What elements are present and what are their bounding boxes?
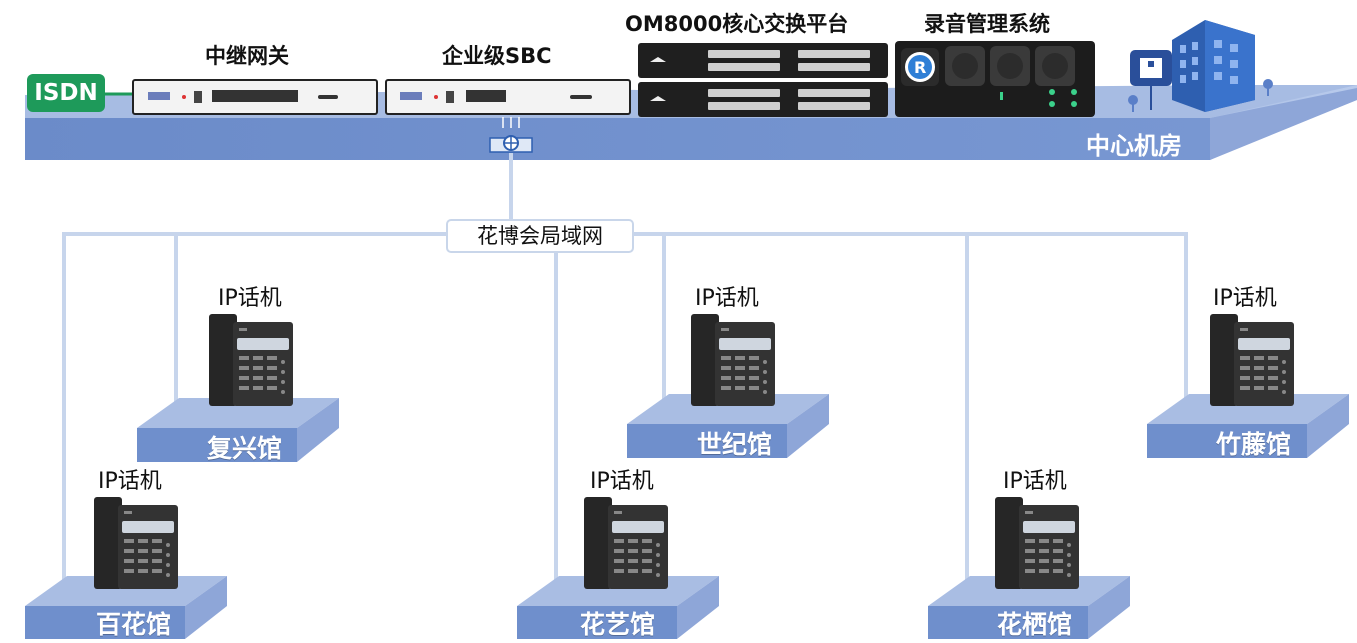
lan-label: 花博会局域网 [446,219,634,253]
phone-label: IP话机 [1213,286,1277,311]
isdn-badge: ISDN [27,74,105,112]
ip-phone-icon [1210,314,1294,406]
ip-phone-icon [209,314,293,406]
phone-label: IP话机 [1003,469,1067,494]
pedestal-shiji [627,394,829,458]
phone-label: IP话机 [695,286,759,311]
lan-lines [62,153,1188,584]
sbc-title: 企业级SBC [442,44,552,68]
ip-phone-icon [691,314,775,406]
ip-phone-icon [94,497,178,589]
phone-label: IP话机 [218,286,282,311]
venue-label-baihua: 百花馆 [96,610,172,639]
core-switch-device [638,43,888,117]
venue-label-shiji: 世纪馆 [697,430,773,459]
pedestal-huayi [517,576,719,639]
venue-label-zhuteng: 竹藤馆 [1216,430,1292,459]
network-hub-icon [489,117,533,153]
center-room-label: 中心机房 [1086,132,1182,160]
building-icon [1172,20,1255,112]
hospital-icon [1128,50,1273,112]
core-switch-title: OM8000核心交换平台 [625,12,849,36]
recording-system-title: 录音管理系统 [924,12,1050,36]
recording-system-device: R [895,41,1095,117]
ip-phone-icon [584,497,668,589]
phone-label: IP话机 [590,469,654,494]
sbc-device [385,79,631,115]
trunk-gateway-title: 中继网关 [205,44,289,68]
venue-label-fuxing: 复兴馆 [207,434,283,463]
phone-label: IP话机 [98,469,162,494]
ip-phone-icon [995,497,1079,589]
venue-label-huayi: 花艺馆 [580,610,656,639]
venue-label-huaqi: 花栖馆 [997,610,1073,639]
svg-text:R: R [914,58,926,77]
trunk-gateway-device [132,79,378,115]
pedestal-zhuteng [1147,394,1349,458]
pedestal-huaqi [928,576,1130,639]
